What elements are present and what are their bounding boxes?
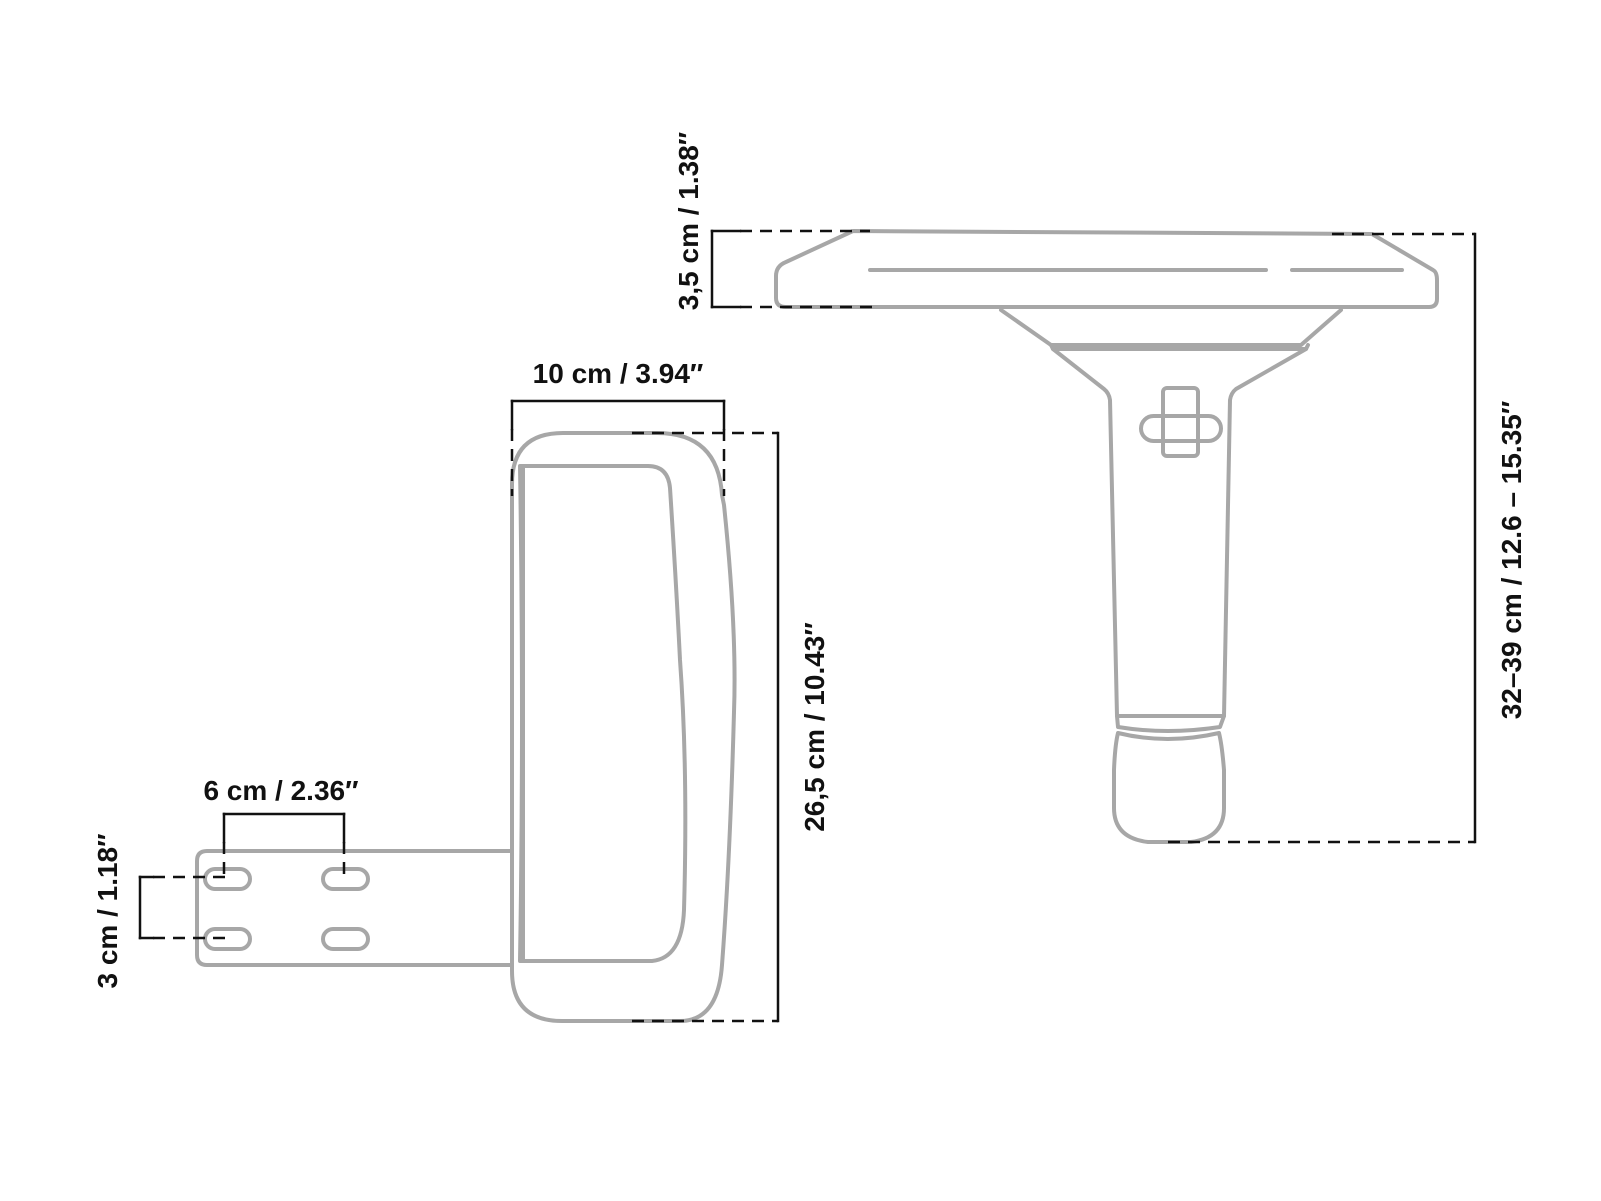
mounting-slot-top-left bbox=[203, 867, 252, 891]
post-collar bbox=[1115, 714, 1226, 733]
dimension-mount-horizontal: 6 cm / 2.36″ bbox=[203, 775, 359, 881]
label-armrest-height: 32–39 cm / 12.6 – 15.35″ bbox=[1496, 401, 1527, 720]
mounting-slot-bottom-right bbox=[321, 927, 370, 951]
mounting-slot-bottom-left bbox=[203, 927, 252, 951]
armrest-side-view bbox=[774, 229, 1439, 844]
upper-bracket bbox=[999, 308, 1343, 347]
label-mount-vertical: 3 cm / 1.18″ bbox=[92, 833, 123, 988]
dimension-armpad-length: 26,5 cm / 10.43″ bbox=[632, 431, 830, 1023]
post-foot bbox=[1112, 731, 1226, 844]
mounting-plate bbox=[195, 849, 512, 967]
label-armpad-thickness: 3,5 cm / 1.38″ bbox=[673, 132, 704, 310]
dimension-armpad-width: 10 cm / 3.94″ bbox=[510, 358, 726, 496]
label-armpad-width: 10 cm / 3.94″ bbox=[533, 358, 704, 389]
armrest-top-view bbox=[195, 431, 737, 1023]
armpad-inner-outline bbox=[518, 464, 688, 963]
armpad-outer-outline bbox=[510, 431, 737, 1023]
dimension-armrest-height: 32–39 cm / 12.6 – 15.35″ bbox=[1168, 232, 1527, 844]
dimension-mount-vertical: 3 cm / 1.18″ bbox=[92, 833, 228, 989]
dimension-armpad-thickness: 3,5 cm / 1.38″ bbox=[673, 132, 876, 310]
label-mount-horizontal: 6 cm / 2.36″ bbox=[203, 775, 358, 806]
height-adjust-button bbox=[1161, 386, 1200, 458]
side-armpad bbox=[774, 229, 1439, 309]
height-adjust-button-wing bbox=[1139, 414, 1223, 443]
lower-bracket bbox=[1049, 343, 1310, 351]
armrest-post bbox=[1051, 347, 1308, 718]
mounting-slot-top-right bbox=[321, 867, 370, 891]
label-armpad-length: 26,5 cm / 10.43″ bbox=[799, 622, 830, 832]
